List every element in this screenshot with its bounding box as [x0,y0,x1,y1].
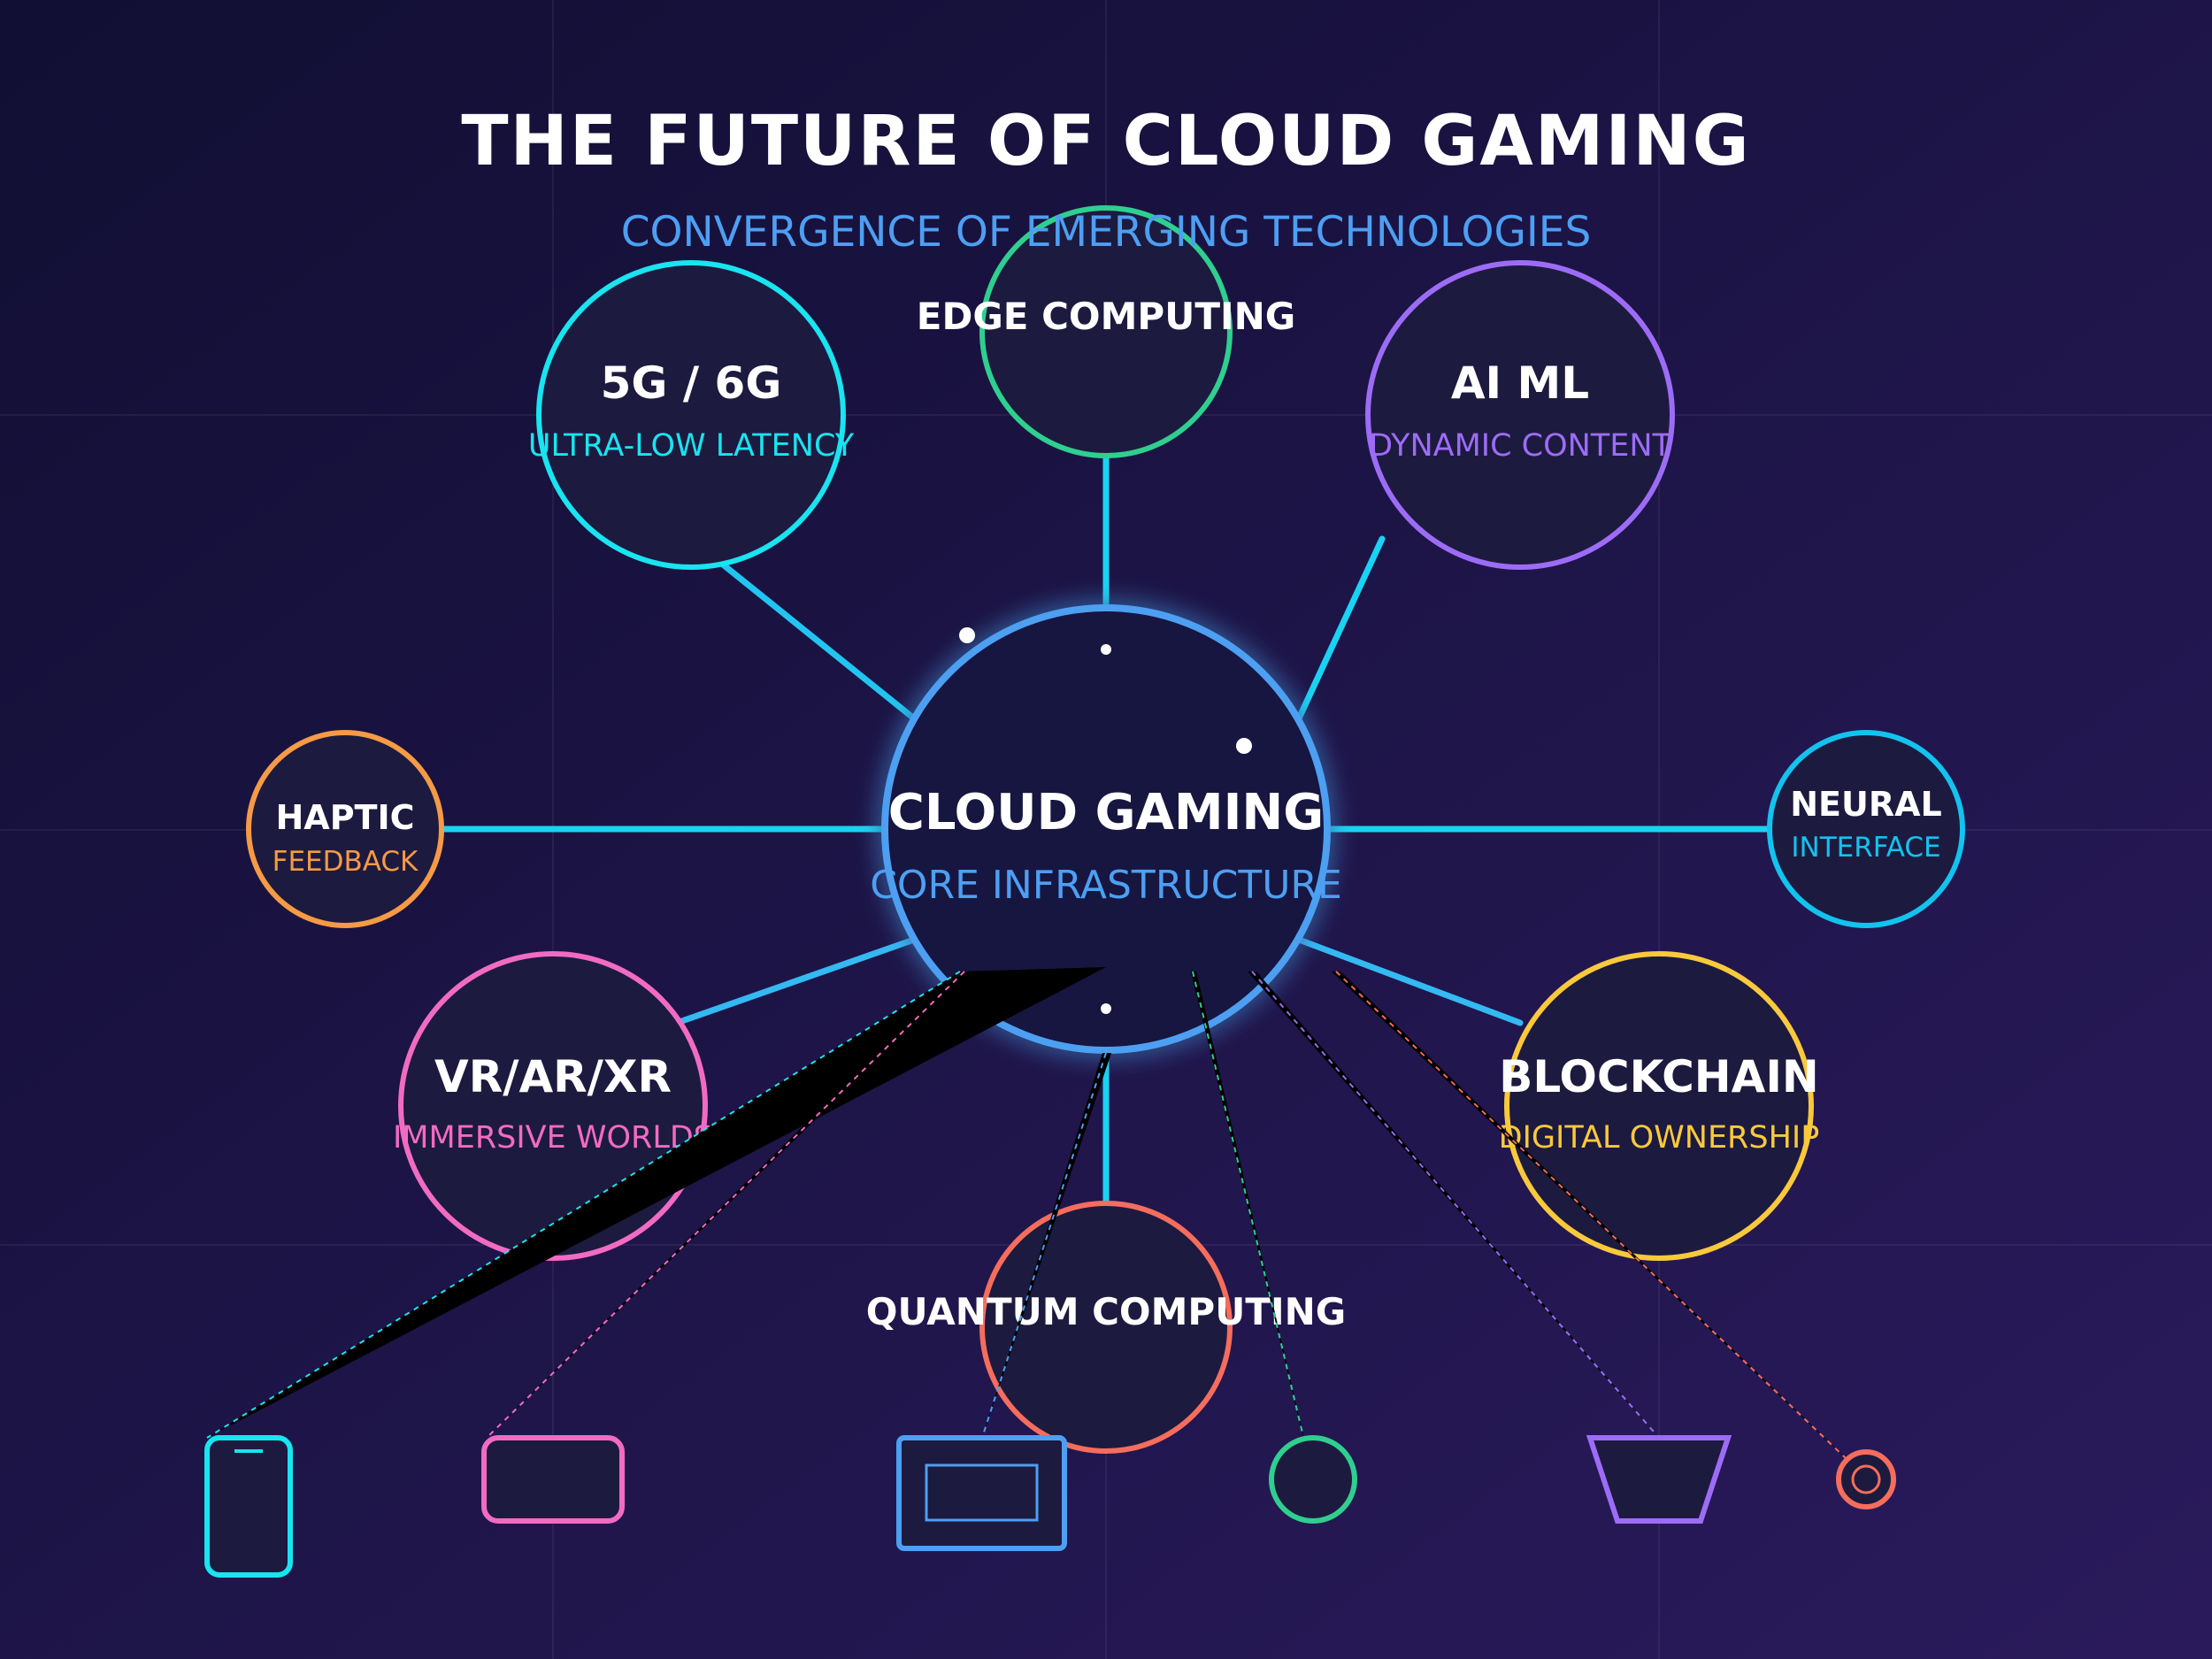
orbit-dot [1101,1003,1111,1014]
node-haptic: HAPTIC FEEDBACK [246,730,444,928]
node-subtitle: DIGITAL OWNERSHIP [1499,1120,1820,1156]
node-subtitle: DYNAMIC CONTENT [1369,428,1671,464]
orbit-dot [959,627,975,643]
device-link-dashes [206,971,1867,1479]
connector-blockchain [1295,936,1524,1026]
node-vr-ar-xr: VR/AR/XR IMMERSIVE WORLDS [393,951,713,1261]
page-subtitle: CONVERGENCE OF EMERGING TECHNOLOGIES [621,208,1592,257]
device-link [1248,972,1659,1438]
headset-icon [1586,1435,1732,1524]
core-hub: CLOUD GAMING CORE INFRASTRUCTURE [870,604,1342,1054]
node-subtitle: IMMERSIVE WORLDS [393,1120,713,1156]
node-edge-computing: EDGE COMPUTING [917,205,1295,458]
handheld-icon [481,1435,625,1524]
node-title: NEURAL [1790,785,1942,824]
node-subtitle: FEEDBACK [273,846,419,878]
node-title: AI ML [1451,357,1589,409]
node-title: BLOCKCHAIN [1499,1051,1819,1102]
core-title: CLOUD GAMING [888,784,1325,841]
node-title: 5G / 6G [601,357,782,409]
devices [204,1435,1896,1578]
core-subtitle: CORE INFRASTRUCTURE [870,863,1342,908]
core-ring [881,604,1331,1054]
device-link [982,1053,1111,1438]
node-blockchain: BLOCKCHAIN DIGITAL OWNERSHIP [1499,951,1820,1261]
node-ring [1767,730,1965,928]
orbit-dot [1101,644,1111,655]
node-ring [979,205,1233,458]
node-quantum: QUANTUM COMPUTING [866,1201,1346,1454]
node-ai-ml: AI ML DYNAMIC CONTENT [1365,260,1675,570]
monitor-icon [896,1435,1067,1551]
connectors [439,449,1773,1206]
node-ring [246,730,444,928]
node-subtitle: INTERFACE [1791,832,1940,864]
node-5g: 5G / 6G ULTRA-LOW LATENCY [528,260,855,570]
node-title: VR/AR/XR [434,1051,672,1102]
wearable-icon [1269,1435,1357,1524]
implant-icon [1836,1449,1896,1509]
node-subtitle: ULTRA-LOW LATENCY [528,428,855,464]
node-ring [536,260,846,570]
node-title: EDGE COMPUTING [917,295,1295,338]
connector-vr [673,936,918,1026]
device-link [1332,972,1866,1478]
page-title: THE FUTURE OF CLOUD GAMING [461,102,1750,181]
node-ring [1365,260,1675,570]
phone-icon [204,1435,293,1578]
node-neural: NEURAL INTERFACE [1767,730,1965,928]
node-title: HAPTIC [275,798,414,837]
node-ring [398,951,708,1261]
device-link [207,967,1106,1438]
connector-5g [687,535,918,722]
orbit-dot [1236,738,1252,754]
node-title: QUANTUM COMPUTING [866,1290,1346,1333]
node-ring [1504,951,1814,1261]
node-ring [979,1201,1233,1454]
connector-ai [1295,535,1386,722]
